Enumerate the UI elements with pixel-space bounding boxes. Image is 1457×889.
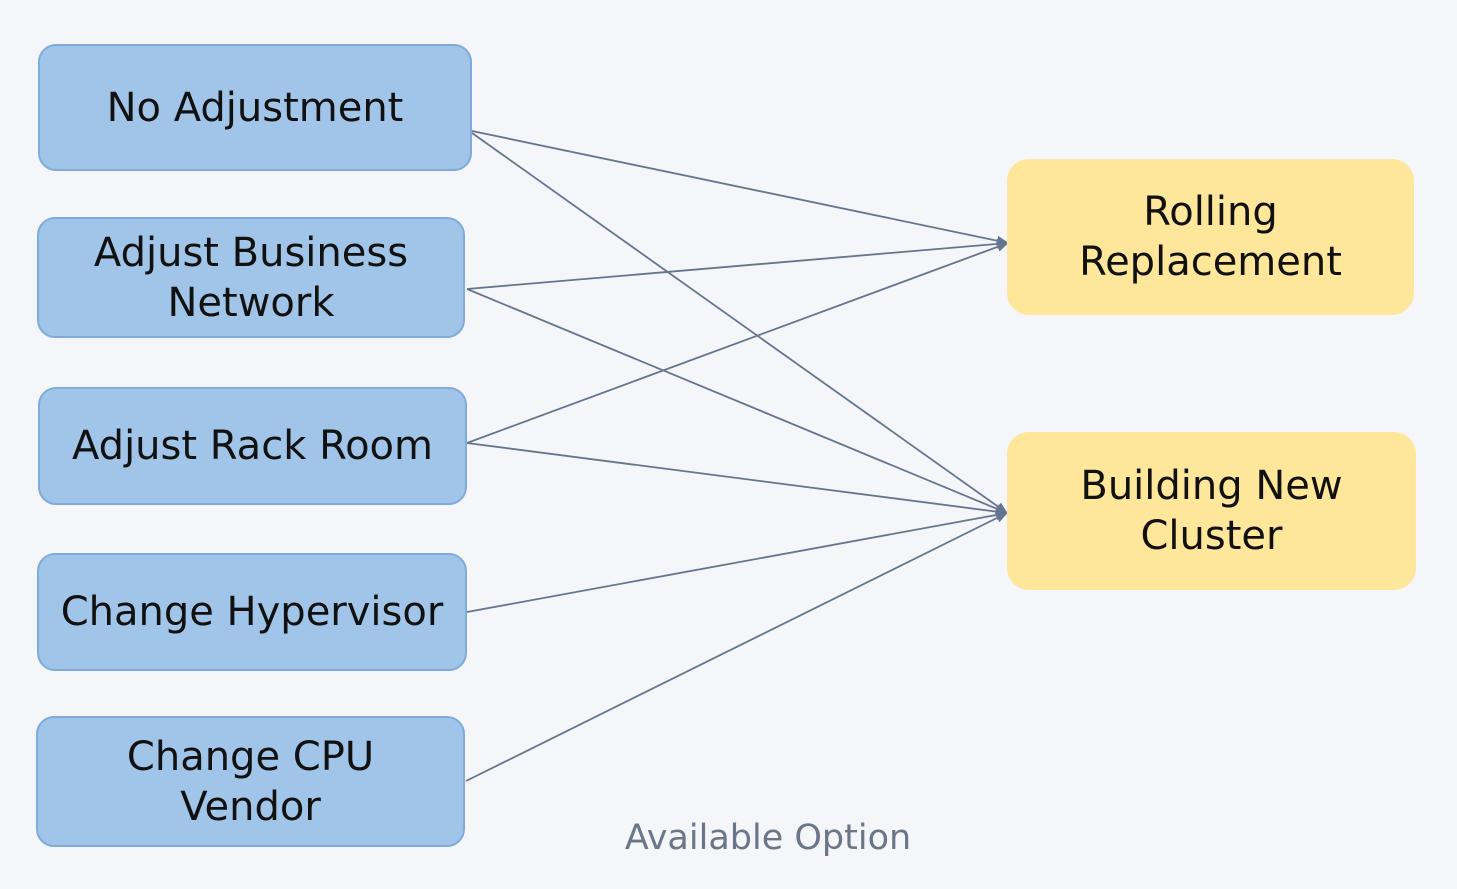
edge-adjust-rack-room-to-rolling-replacement [466, 242, 1009, 444]
edge-no-adjustment-to-building-new-cluster [471, 132, 1008, 514]
edge-adjust-business-network-to-rolling-replacement [466, 238, 1009, 290]
node-adjust-rack-room: Adjust Rack Room [38, 387, 467, 505]
edge-change-cpu-vendor-to-building-new-cluster [465, 512, 1008, 782]
edge-change-hypervisor-to-building-new-cluster [466, 510, 1008, 613]
edge-adjust-rack-room-to-building-new-cluster [466, 442, 1008, 517]
node-adjust-business-network: Adjust Business Network [37, 217, 465, 338]
node-change-hypervisor: Change Hypervisor [37, 553, 467, 671]
node-building-new-cluster: Building New Cluster [1007, 432, 1416, 590]
node-no-adjustment: No Adjustment [38, 44, 472, 171]
edge-adjust-business-network-to-building-new-cluster [466, 288, 1008, 514]
node-rolling-replacement: Rolling Replacement [1007, 159, 1414, 315]
edge-no-adjustment-to-rolling-replacement [471, 130, 1009, 246]
node-change-cpu-vendor: Change CPU Vendor [36, 716, 465, 847]
caption: Available Option [624, 818, 912, 858]
